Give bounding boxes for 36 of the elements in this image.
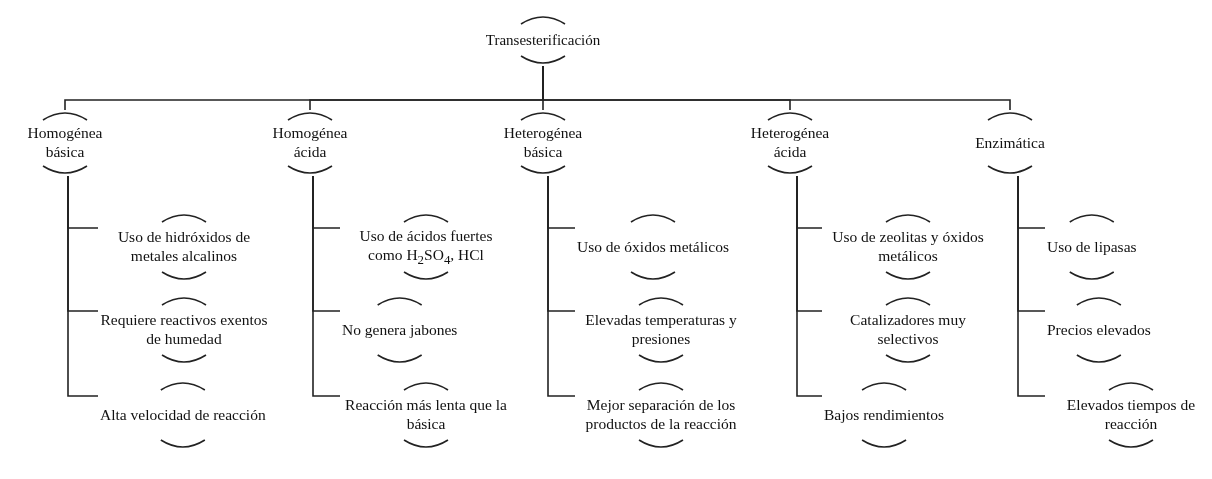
connector-line xyxy=(67,175,99,397)
connector-line xyxy=(796,175,823,397)
node-label: Bajos rendimientos xyxy=(824,405,945,425)
node-label: Uso de lipasas xyxy=(1047,237,1137,257)
arc-bracketed-node xyxy=(1045,212,1139,282)
node-label: Elevados tiempos de reacción xyxy=(1065,396,1197,434)
node-label: Reacción más lenta que la básica xyxy=(344,396,508,434)
node-label: Uso de hidróxidos de metales alcalinos xyxy=(116,228,252,266)
node-label: Uso de ácidos fuertes como H$_{2}$SO$_{4}$, HCl xyxy=(358,226,494,268)
arc-bracketed-node xyxy=(340,295,460,365)
node-label: Alta velocidad de reacción xyxy=(100,405,266,425)
node-label: Heterogénea ácida xyxy=(749,124,831,162)
arc-bracketed-node xyxy=(98,295,270,365)
arc-bracketed-node xyxy=(575,212,731,282)
node-label: Homogénea ácida xyxy=(271,124,349,162)
connector-line xyxy=(312,175,341,397)
node-label: Catalizadores muy selectivos xyxy=(849,311,967,349)
node-label: Requiere reactivos exentos de humedad xyxy=(100,311,268,349)
node-label: Elevadas temperaturas y presiones xyxy=(584,311,738,349)
arc-bracketed-node xyxy=(1045,295,1153,365)
node-label: No genera jabones xyxy=(342,320,458,340)
connector-line xyxy=(1017,175,1046,397)
node-label: Precios elevados xyxy=(1047,320,1151,340)
arc-bracketed-node xyxy=(98,380,268,450)
node-label: Enzimática xyxy=(975,133,1045,153)
node-label: Transesterificación xyxy=(485,31,601,49)
node-label: Uso de óxidos metálicos xyxy=(577,237,729,257)
arc-bracketed-node xyxy=(483,14,603,66)
connector-line xyxy=(547,175,576,397)
node-label: Heterogénea básica xyxy=(502,124,584,162)
node-label: Uso de zeolitas y óxidos metálicos xyxy=(831,228,985,266)
arc-bracketed-node xyxy=(822,380,947,450)
node-label: Homogénea básica xyxy=(26,124,104,162)
arc-bracketed-node xyxy=(973,110,1047,176)
node-label: Mejor separación de los productos de la reacción xyxy=(584,396,738,434)
connector-line xyxy=(542,65,1011,111)
